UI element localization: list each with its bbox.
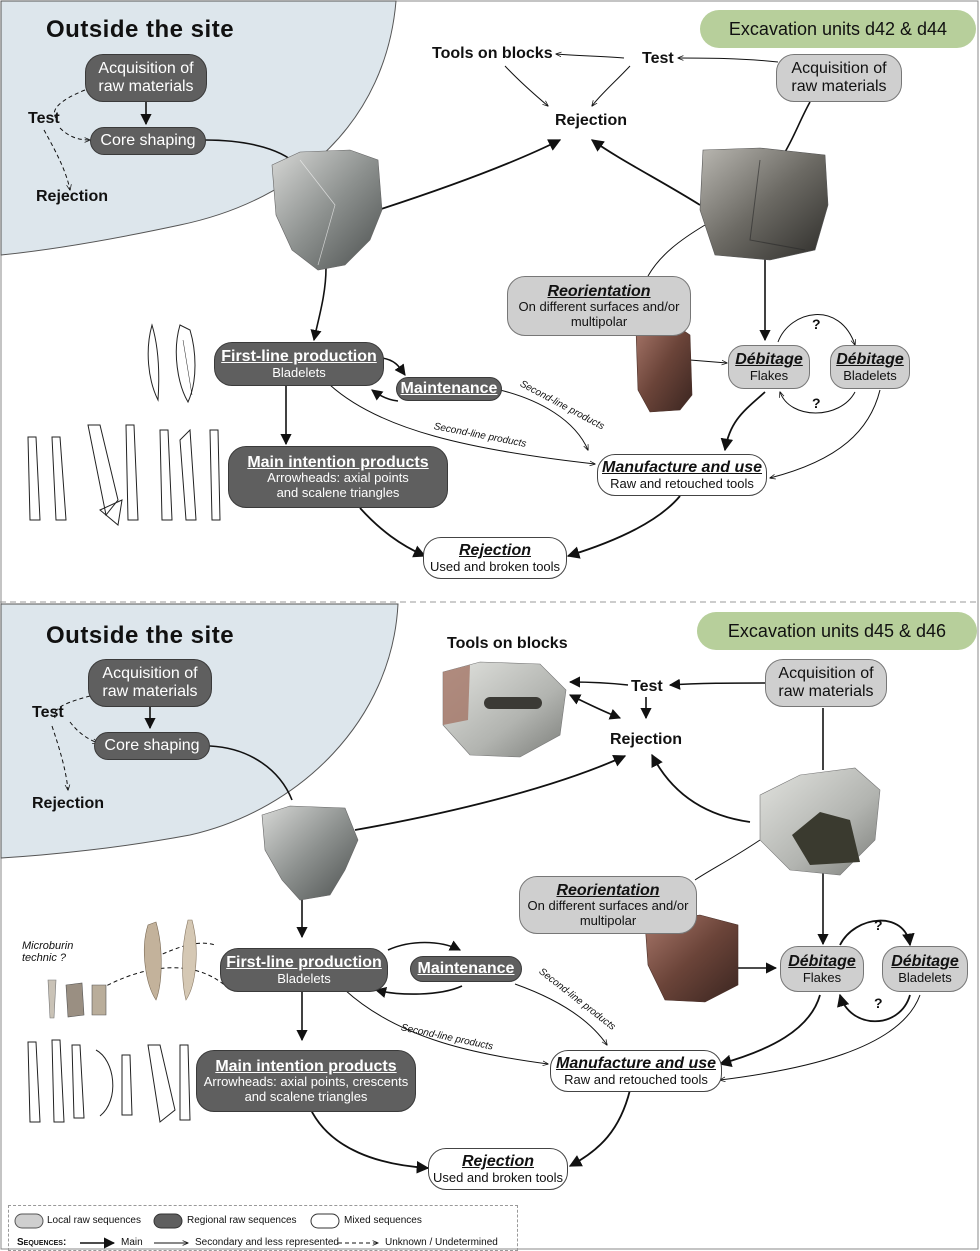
maintenance-label-2: Maintenance [417,960,515,978]
outside-core-shaping-node-2: Core shaping [94,732,210,760]
legend-graphics [14,1213,378,1249]
tools-on-blocks-label-1: Tools on blocks [432,45,553,62]
manufacture-sub-1: Raw and retouched tools [610,475,754,491]
first-line-title-1: First-line production [221,347,377,365]
legend-main: Main [121,1237,143,1248]
question-mark-bottom-2: ? [874,995,883,1011]
excavation-unit-title-2: Excavation units d45 & d46 [727,620,947,641]
first-line-node-2: First-line production Bladelets [220,948,388,992]
rejection-final-node-2: Rejection Used and broken tools [428,1148,568,1190]
legend-unknown: Unknown / Undetermined [385,1237,498,1248]
rejection-label-1: Rejection [555,112,628,129]
main-products-node-2: Main intention products Arrowheads: axia… [196,1050,416,1112]
debitage-flakes-node-1: Débitage Flakes [728,345,810,389]
manufacture-node-2: Manufacture and use Raw and retouched to… [550,1050,722,1092]
debitage-bladelets-sub-1: Bladelets [843,367,897,383]
outside-site-title-2: Outside the site [46,622,235,649]
outside-acquisition-label-1: Acquisition of raw materials [98,60,194,95]
debitage-flakes-title-1: Débitage [735,350,803,368]
main-products-sub-2: Arrowheads: axial points, crescents and … [203,1074,409,1104]
block-photo-1 [699,147,829,261]
main-products-title-1: Main intention products [247,453,429,471]
block-photo-2 [759,767,881,876]
excavation-unit-badge-2: Excavation units d45 & d46 [697,612,977,650]
outside-acquisition-label-2: Acquisition of raw materials [102,665,198,700]
first-line-node-1: First-line production Bladelets [214,342,384,386]
debitage-bladelets-node-2: Débitage Bladelets [882,946,968,992]
core-photo-2 [261,805,359,901]
bladelet-drawings-1 [27,323,221,526]
outside-core-shaping-label-1: Core shaping [100,132,196,150]
legend-secondary: Secondary and less represented [195,1237,339,1248]
first-line-title-2: First-line production [226,953,382,971]
legend: Local raw sequences Regional raw sequenc… [8,1205,518,1251]
debitage-bladelets-node-1: Débitage Bladelets [830,345,910,389]
core-photo-1 [271,149,383,271]
reorientation-core-photo-2 [644,914,739,1003]
main-products-node-1: Main intention products Arrowheads: axia… [228,446,448,508]
outside-core-shaping-label-2: Core shaping [104,737,200,755]
outside-acquisition-node-2: Acquisition of raw materials [88,659,212,707]
reorientation-sub-1: On different surfaces and/or multipolar [518,299,680,329]
debitage-bladelets-title-1: Débitage [836,350,904,368]
maintenance-node-1: Maintenance [396,377,502,401]
debitage-bladelets-sub-2: Bladelets [898,969,952,985]
outside-rejection-label-1: Rejection [36,188,109,205]
main-products-sub-1: Arrowheads: axial points and scalene tri… [267,470,409,500]
first-line-sub-1: Bladelets [272,364,326,380]
outside-test-label-2: Test [32,704,64,721]
maintenance-label-1: Maintenance [400,380,498,398]
first-line-sub-2: Bladelets [277,970,331,986]
manufacture-node-1: Manufacture and use Raw and retouched to… [597,454,767,496]
question-mark-top-1: ? [812,316,821,332]
bladelet-photos-2 [47,919,197,1019]
excavation-unit-badge-1: Excavation units d42 & d44 [700,10,976,48]
legend-local: Local raw sequences [47,1215,141,1226]
legend-sequences-label: Sequences: [17,1237,67,1248]
main-products-title-2: Main intention products [215,1057,397,1075]
rejection-final-title-1: Rejection [458,541,531,559]
outside-site-title-1: Outside the site [46,16,235,43]
rejection-final-node-1: Rejection Used and broken tools [423,537,567,579]
rejection-final-sub-1: Used and broken tools [429,558,561,574]
legend-regional: Regional raw sequences [187,1215,297,1226]
reorientation-title-2: Reorientation [556,881,660,899]
debitage-flakes-title-2: Débitage [788,952,856,970]
acquisition-label-1: Acquisition of raw materials [791,60,887,95]
microburin-label: Microburin technic ? [22,940,74,964]
bladelet-drawings-2 [27,1039,191,1123]
excavation-unit-title-1: Excavation units d42 & d44 [728,18,948,39]
acquisition-node-1: Acquisition of raw materials [776,54,902,102]
acquisition-node-2: Acquisition of raw materials [765,659,887,707]
reorientation-node-1: Reorientation On different surfaces and/… [507,276,691,336]
manufacture-title-2: Manufacture and use [555,1054,717,1072]
debitage-flakes-sub-1: Flakes [749,367,789,383]
rejection-final-title-2: Rejection [461,1152,534,1170]
question-mark-top-2: ? [874,917,883,933]
legend-mixed: Mixed sequences [344,1215,422,1226]
reorientation-title-1: Reorientation [547,282,651,300]
outside-acquisition-node-1: Acquisition of raw materials [85,54,207,102]
test-label-2: Test [631,678,663,695]
rejection-final-sub-2: Used and broken tools [432,1169,564,1185]
debitage-flakes-node-2: Débitage Flakes [780,946,864,992]
outside-core-shaping-node-1: Core shaping [90,127,206,155]
rejection-label-2: Rejection [610,731,683,748]
tool-block-photo-2 [442,661,567,758]
outside-rejection-label-2: Rejection [32,795,105,812]
reorientation-node-2: Reorientation On different surfaces and/… [519,876,697,934]
maintenance-node-2: Maintenance [410,956,522,982]
acquisition-label-2: Acquisition of raw materials [778,665,874,700]
debitage-flakes-sub-2: Flakes [802,969,842,985]
reorientation-sub-2: On different surfaces and/or multipolar [527,898,689,928]
question-mark-bottom-1: ? [812,395,821,411]
manufacture-title-1: Manufacture and use [601,458,763,476]
debitage-bladelets-title-2: Débitage [891,952,959,970]
outside-test-label-1: Test [28,110,60,127]
tools-on-blocks-label-2: Tools on blocks [447,635,568,652]
test-label-1: Test [642,50,674,67]
manufacture-sub-2: Raw and retouched tools [564,1071,708,1087]
